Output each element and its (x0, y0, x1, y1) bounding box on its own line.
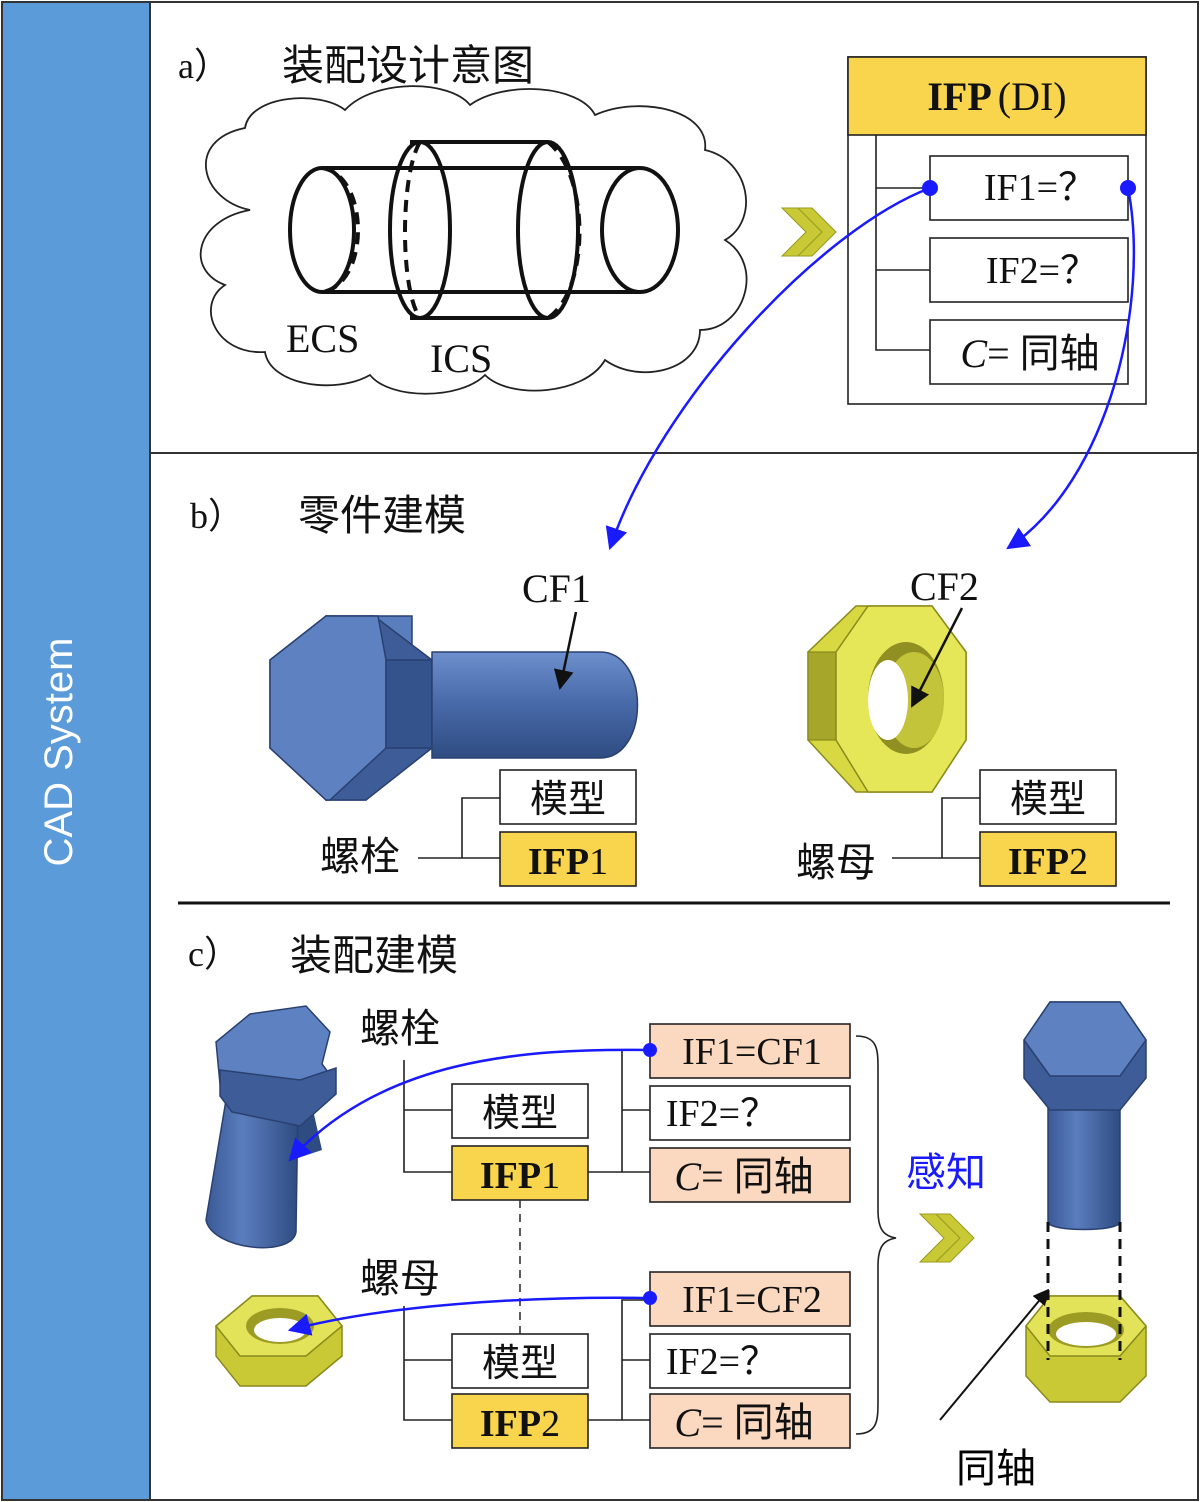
group-brace (855, 1035, 897, 1435)
tilted-bolt-model (205, 1005, 337, 1249)
chevron-arrow-icon (780, 207, 837, 257)
ifp-di-tree-lines (875, 135, 930, 351)
bolt-ifp1-label: IFP1 (528, 841, 608, 883)
panel-b-title: 零件建模 (298, 494, 466, 540)
bolt-c-ifp-lines (588, 1049, 650, 1173)
bolt-if1-box (649, 1023, 851, 1079)
nut-ifp2-label: IFP2 (1008, 841, 1088, 883)
panel-c-title: 装配建模 (290, 934, 458, 980)
assembled-model (1023, 1001, 1147, 1403)
bolt-if2-label: IF2=？ (666, 1093, 778, 1135)
sidebar-label: CAD System (37, 638, 81, 867)
ics-label: ICS (430, 336, 492, 381)
nut-c-model-box (451, 1333, 589, 1389)
ifp-di-title: IFP(DI) (927, 74, 1066, 119)
constraint-box (929, 319, 1129, 385)
panel-b: b） 零件建模 CF1 CF2 螺栓 模型 IFP1 (190, 494, 1117, 887)
bolt-model-box (499, 769, 637, 825)
nut-c-ifp2-box (451, 1393, 589, 1449)
nut-model-label: 模型 (1010, 779, 1086, 821)
bolt-if2-box (649, 1085, 851, 1141)
cf2-pointer (910, 607, 964, 708)
nut-name-b: 螺母 (796, 840, 876, 885)
bolt-if1-arrow (288, 1048, 651, 1162)
if1-label: IF1=？ (984, 167, 1096, 209)
design-intent-cloud (199, 85, 748, 395)
cf1-label: CF1 (522, 566, 591, 611)
coaxial-pointer (939, 1288, 1050, 1421)
bolt-name-c: 螺栓 (360, 1006, 440, 1051)
panel-c-label: c） (188, 934, 240, 974)
bolt-tree-lines (418, 797, 500, 859)
bolt-c-ifp1-box (451, 1145, 589, 1201)
bolt-c-ifp1-label: IFP1 (480, 1155, 560, 1197)
constraint-label: C= 同轴 (960, 331, 1099, 376)
nut-tree-lines (892, 797, 980, 859)
nut-c-ifp2-label: IFP2 (480, 1403, 560, 1445)
nut-model (807, 605, 967, 793)
bolt-c-tree-lines (403, 1060, 452, 1173)
coaxial-label: 同轴 (956, 1447, 1036, 1491)
cylinder-sketch (288, 140, 680, 320)
panel-a-label: a） (178, 46, 230, 86)
bolt-constraint-box (649, 1147, 851, 1203)
panel-c: c） 装配建模 螺栓 模型 IFP1 IF1=CF1 IF2=？ (188, 934, 1147, 1491)
bolt-ifp1-box (499, 831, 637, 887)
cf2-label: CF2 (910, 564, 979, 609)
bolt-c-model-box (451, 1083, 589, 1139)
bolt-if1-label: IF1=CF1 (682, 1031, 822, 1073)
bolt-model (269, 615, 639, 801)
nut-if2-box (649, 1333, 851, 1389)
nut-constraint-box (649, 1393, 851, 1449)
bolt-c-model-label: 模型 (482, 1093, 558, 1135)
if2-box (929, 237, 1129, 303)
chevron-arrow-icon-c (918, 1213, 975, 1263)
nut-if1-arrow (287, 1296, 651, 1336)
if1-to-cf2-arrow (1006, 187, 1136, 550)
bolt-constraint-label: C= 同轴 (674, 1154, 813, 1199)
bolt-name-b: 螺栓 (320, 834, 400, 879)
nut-ifp2-box (979, 831, 1117, 887)
ecs-label: ECS (286, 316, 359, 361)
nut-c-model-label: 模型 (482, 1343, 558, 1385)
cf1-pointer (553, 611, 578, 690)
panel-b-label: b） (190, 496, 244, 536)
panel-a: a） 装配设计意图 ECS ICS (178, 43, 1147, 405)
nut-c-ifp-lines (588, 1299, 650, 1421)
nut-constraint-label: C= 同轴 (674, 1400, 813, 1445)
if2-label: IF2=？ (986, 250, 1098, 292)
nut-c-tree-lines (403, 1306, 452, 1421)
sidebar (2, 2, 150, 1500)
nut-if1-label: IF1=CF2 (682, 1279, 822, 1321)
if1-to-cf1-arrow (605, 186, 931, 551)
bolt-model-label: 模型 (530, 779, 606, 821)
nut-name-c: 螺母 (360, 1256, 440, 1301)
tilted-nut-model (214, 1295, 344, 1387)
panel-a-title: 装配设计意图 (282, 43, 534, 90)
perceive-label: 感知 (906, 1151, 986, 1195)
nut-model-box (979, 769, 1117, 825)
nut-if2-label: IF2=？ (666, 1341, 778, 1383)
ifp-di-header (847, 56, 1147, 136)
